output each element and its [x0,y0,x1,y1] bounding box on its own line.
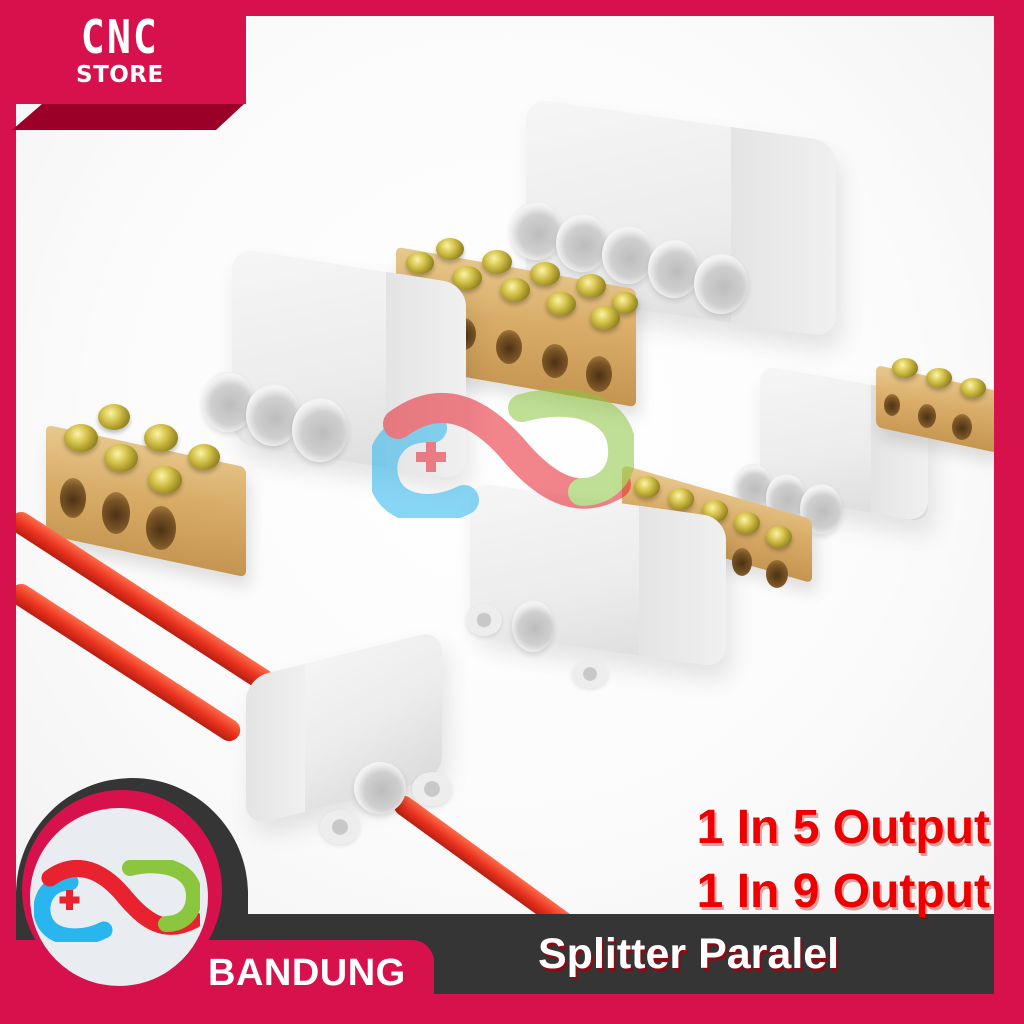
city-label: BANDUNG [208,952,406,994]
brass-terminal-3-hole-small [872,354,994,464]
spec-list: 1 In 5 Output 1 In 9 Output [697,796,990,924]
splitter-housing-wired [230,629,470,846]
store-logo-line2: STORE [76,62,164,88]
bottom-border [0,994,1024,1024]
spec-line-1in9: 1 In 9 Output [696,865,990,918]
store-logo: CNC STORE [76,11,164,88]
brass-terminal-3-hole-large [40,398,260,578]
badge-logo-icon [34,860,200,942]
store-logo-tab-shadow [12,104,244,130]
splitter-housing-3-port [202,247,472,486]
spec-line-1in5: 1 In 5 Output [696,801,990,854]
store-logo-line1: CNC [80,11,159,65]
store-logo-tab [16,0,246,104]
product-title: Splitter Paralel [538,930,840,978]
splitter-housing-1-port [456,480,726,688]
watermark-logo-icon [372,388,634,518]
splitter-housing-5-port [510,98,836,338]
product-photo [16,16,994,916]
